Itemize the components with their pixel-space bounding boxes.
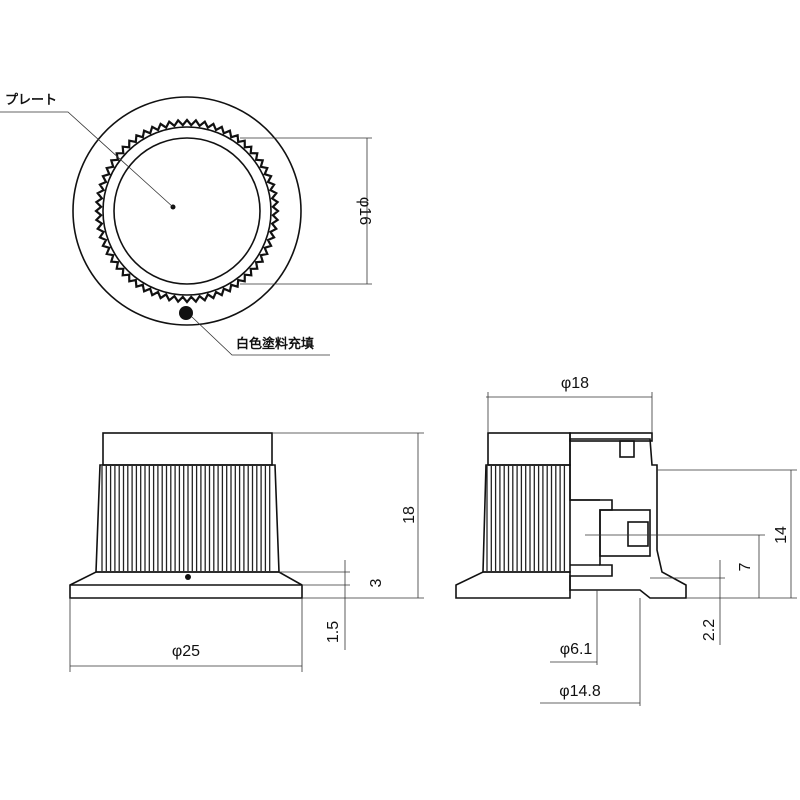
dim-1-5: 1.5 <box>325 621 342 643</box>
dim-3: 3 <box>368 578 385 587</box>
knurl-ring <box>94 118 280 304</box>
top-view: プレート 白色塗料充填 φ16 <box>0 93 373 356</box>
paint-leader-line <box>191 316 330 356</box>
section-view: φ18 14 7 2.2 φ6.1 φ14.8 <box>455 375 797 706</box>
paint-label: 白色塗料充填 <box>236 336 314 352</box>
front-view: 18 3 1.5 φ25 <box>69 432 424 672</box>
dim-phi16: φ16 <box>356 197 373 225</box>
outer-rim-circle <box>72 96 302 326</box>
plate-leader-line <box>0 111 174 208</box>
knurl-lines <box>101 466 271 571</box>
dim-phi6-1: φ6.1 <box>560 641 593 658</box>
dim-7: 7 <box>737 562 754 571</box>
indicator-dot <box>185 574 191 580</box>
cap <box>102 432 273 466</box>
dim-14: 14 <box>773 526 790 544</box>
knurl-inner-circle <box>102 126 272 296</box>
dim-2-2: 2.2 <box>701 619 718 641</box>
plate-label: プレート <box>5 93 57 108</box>
dim-phi14-8: φ14.8 <box>559 683 601 700</box>
knurl-lines <box>486 466 566 571</box>
indicator-dot <box>179 306 193 320</box>
dim-18: 18 <box>401 506 418 524</box>
plate-circle <box>113 137 261 285</box>
section-hatch <box>569 438 687 599</box>
dim-phi25: φ25 <box>172 643 200 660</box>
shaft-insert <box>599 509 651 557</box>
dim-phi18: φ18 <box>561 375 589 392</box>
